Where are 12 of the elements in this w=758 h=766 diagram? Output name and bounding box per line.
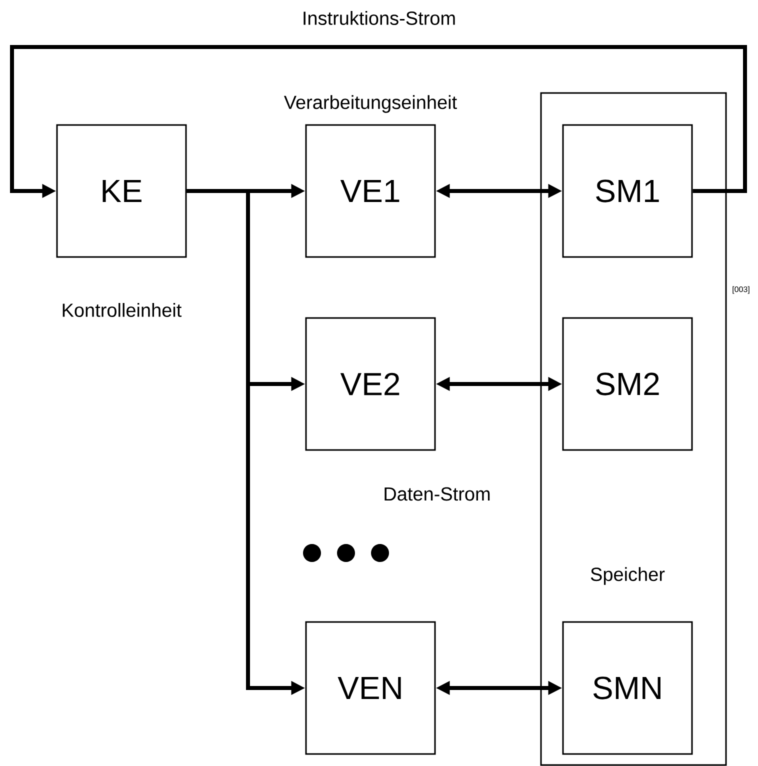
edge-label: Instruktions-Strom bbox=[304, 11, 455, 25]
unit-caption: Verarbeitungseinheit bbox=[284, 95, 457, 113]
unit-box: SM2 bbox=[562, 317, 693, 451]
unit-box: KE bbox=[56, 124, 187, 258]
unit-box: VEN bbox=[305, 621, 436, 755]
label: [003] bbox=[732, 286, 750, 294]
unit-box: VE1 bbox=[305, 124, 436, 258]
unit-box: SM1 bbox=[562, 124, 693, 258]
unit-caption: Kontrolleinheit bbox=[62, 303, 182, 317]
unit-box: SMN bbox=[562, 621, 693, 755]
unit-box: VE2 bbox=[305, 317, 436, 451]
label: Daten-Strom bbox=[384, 487, 490, 501]
